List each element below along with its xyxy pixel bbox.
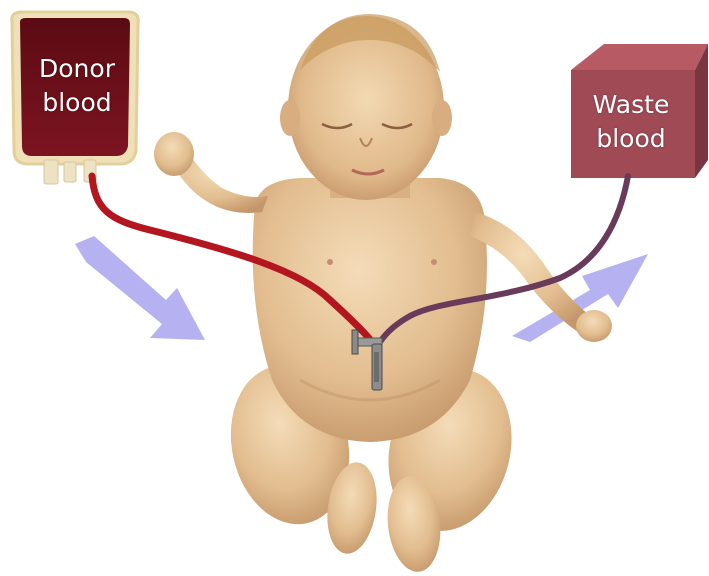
right-hand xyxy=(576,310,612,342)
waste-blood-label: Waste blood xyxy=(572,88,690,156)
donor-label-line-2: blood xyxy=(22,86,132,120)
left-fist xyxy=(154,132,194,176)
waste-label-line-2: blood xyxy=(572,122,690,156)
waste-label-line-1: Waste xyxy=(572,88,690,122)
donor-blood-label: Donor blood xyxy=(22,52,132,120)
torso xyxy=(253,178,487,442)
baby-figure xyxy=(154,14,612,574)
arrow-right-down-icon xyxy=(75,236,205,340)
donor-label-line-1: Donor xyxy=(22,52,132,86)
